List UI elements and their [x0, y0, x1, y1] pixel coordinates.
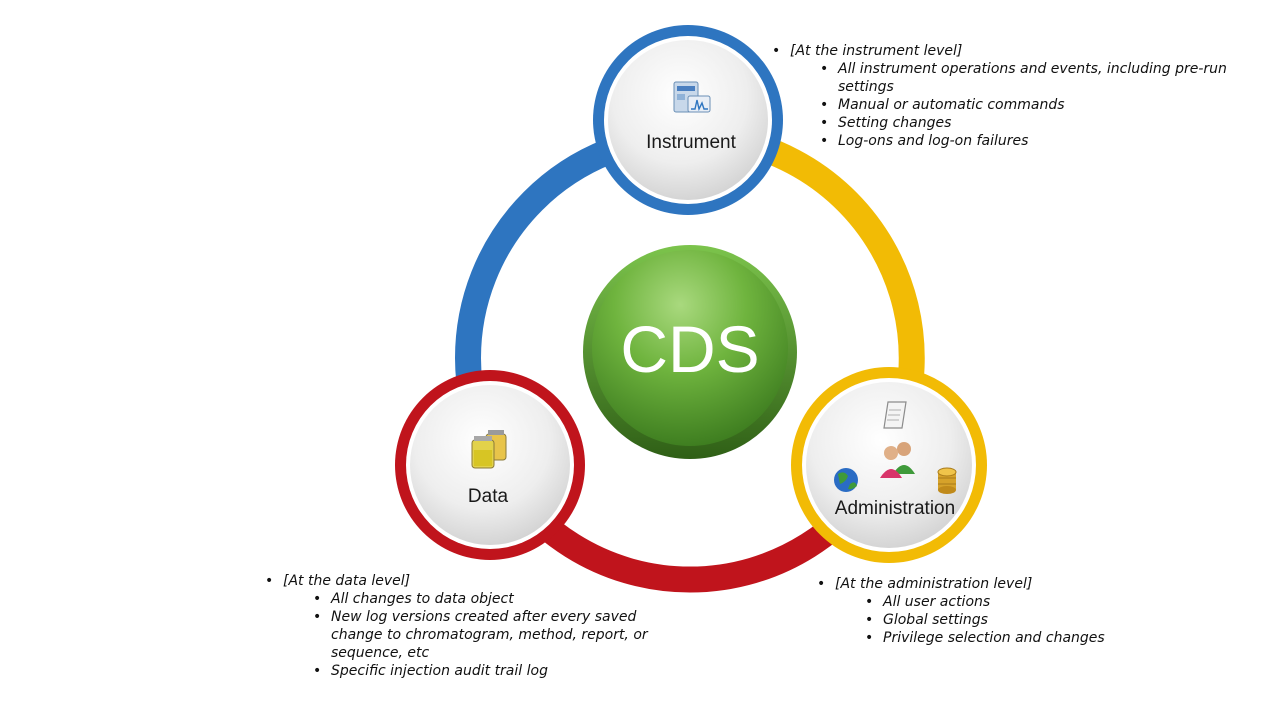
data-note-item: All changes to data object [265, 590, 685, 608]
administration-notes-heading: [At the administration level] [817, 575, 1105, 593]
administration-node-label: Administration [835, 498, 955, 519]
scroll-icon [883, 401, 907, 429]
data-notes-heading: [At the data level] [265, 572, 685, 590]
instrument-note-item: Setting changes [772, 114, 1280, 132]
instrument-notes-heading: [At the instrument level] [772, 42, 1280, 60]
instrument-note-item: Manual or automatic commands [772, 96, 1280, 114]
data-node-label: Data [468, 486, 509, 507]
users-icon [880, 442, 915, 478]
data-notes-heading-text: [At the data level] [283, 573, 411, 589]
data-note-item: Specific injection audit trail log [265, 662, 685, 680]
administration-note-item: All user actions [817, 593, 1105, 611]
administration-node: Administration [791, 367, 987, 563]
vials-icon [471, 430, 507, 469]
administration-notes-heading-text: [At the administration level] [835, 576, 1033, 592]
cds-center-node: CDS [583, 245, 797, 459]
instrument-notes-heading-text: [At the instrument level] [790, 43, 963, 59]
cds-center-label: CDS [620, 312, 759, 386]
data-notes: [At the data level] All changes to data … [265, 572, 685, 680]
data-note-item: New log versions created after every sav… [265, 608, 685, 662]
instrument-node: Instrument [593, 25, 783, 215]
administration-note-item: Privilege selection and changes [817, 629, 1105, 647]
instrument-window-icon [673, 81, 711, 113]
instrument-note-item: Log-ons and log-on failures [772, 132, 1280, 150]
data-node: Data [395, 370, 585, 560]
instrument-node-label: Instrument [646, 132, 736, 153]
instrument-note-item: All instrument operations and events, in… [772, 60, 1280, 96]
instrument-notes: [At the instrument level] All instrument… [772, 42, 1280, 150]
database-icon [937, 467, 957, 494]
administration-note-item: Global settings [817, 611, 1105, 629]
administration-notes: [At the administration level] All user a… [817, 575, 1105, 647]
globe-icon [834, 468, 858, 492]
